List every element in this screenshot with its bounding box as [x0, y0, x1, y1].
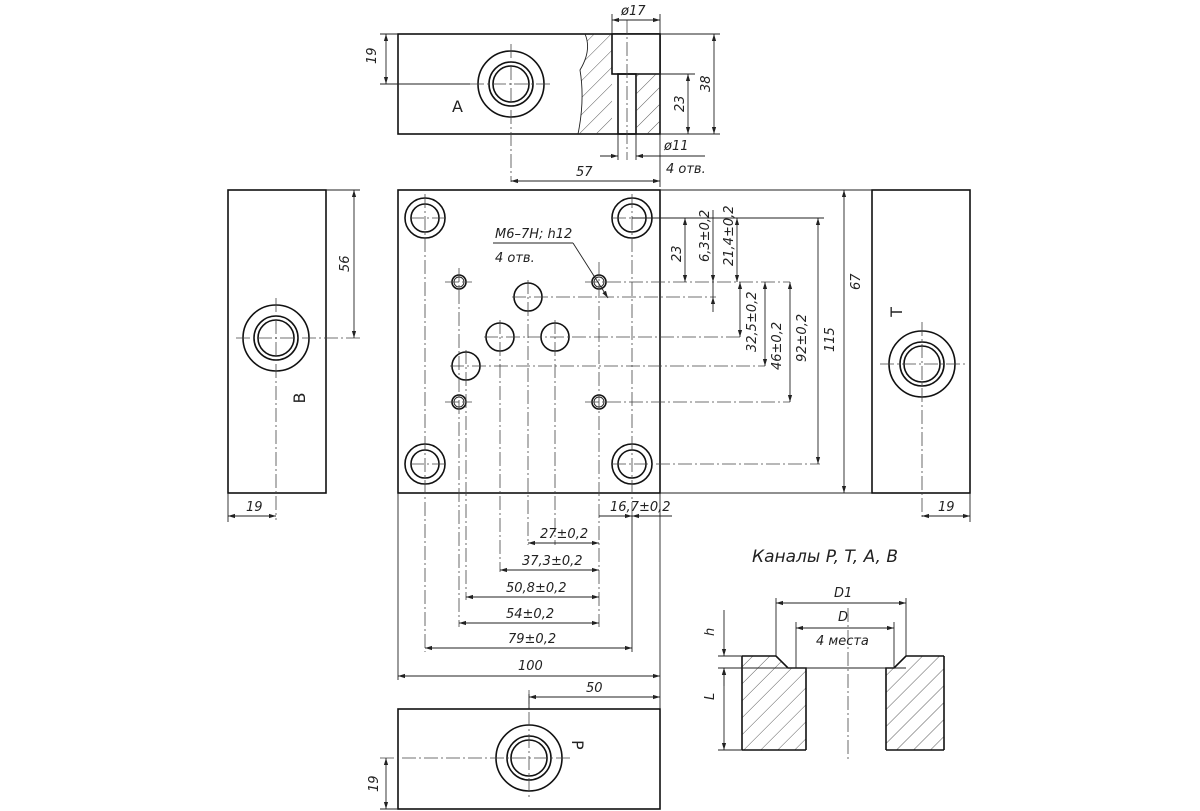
- dim-19-bottom: 19: [367, 775, 382, 792]
- letter-t: T: [887, 307, 906, 318]
- top-view: A 19 ø17 38 23 ø11 4 отв. 57: [365, 4, 720, 187]
- thread-count: 4 отв.: [495, 251, 535, 266]
- dim-4-holes: 4 отв.: [666, 162, 706, 177]
- port-holes: [451, 282, 570, 381]
- letter-p: P: [568, 740, 587, 750]
- detail-d1: D1: [834, 586, 852, 601]
- dim-79: 79±0,2: [508, 632, 556, 647]
- dim-115: 115: [823, 327, 838, 352]
- left-view: B 56 19: [227, 189, 360, 522]
- detail-places: 4 места: [816, 634, 869, 649]
- main-view: M6–7H; h12 4 отв. 23 6,3±0,2 21,4±0,2 32…: [397, 189, 848, 680]
- dim-6-3: 6,3±0,2: [698, 210, 713, 262]
- dim-27: 27±0,2: [540, 527, 588, 542]
- dim-phi17: ø17: [620, 4, 646, 19]
- right-view: T 67 19: [840, 189, 971, 522]
- dim-50-8: 50,8±0,2: [506, 581, 567, 596]
- letter-a: A: [452, 97, 463, 116]
- dim-23: 23: [670, 245, 685, 262]
- dim-57: 57: [576, 165, 593, 180]
- dim-19-left: 19: [246, 500, 263, 515]
- dim-phi11: ø11: [663, 139, 689, 154]
- bottom-view: P 50 19: [367, 680, 661, 810]
- detail-title: Каналы P, T, A, B: [752, 547, 898, 567]
- dim-32-5: 32,5±0,2: [745, 291, 760, 352]
- letter-b: B: [290, 393, 309, 404]
- detail-d: D: [838, 610, 848, 625]
- dim-16-7: 16,7±0,2: [610, 500, 671, 515]
- dim-50: 50: [586, 681, 603, 696]
- dim-37-3: 37,3±0,2: [522, 554, 583, 569]
- thread-note: M6–7H; h12: [495, 227, 572, 242]
- dim-23-top: 23: [673, 95, 688, 112]
- dim-100: 100: [518, 659, 543, 674]
- dim-top-19: 19: [365, 47, 380, 64]
- detail-l: L: [703, 693, 718, 700]
- m6-holes: [451, 274, 607, 410]
- dim-67: 67: [849, 273, 864, 290]
- dim-38: 38: [699, 75, 714, 92]
- dim-21-4: 21,4±0,2: [722, 205, 737, 266]
- dim-19-right: 19: [938, 500, 955, 515]
- dim-46: 46±0,2: [770, 322, 785, 370]
- detail-h: h: [703, 628, 718, 636]
- dim-56: 56: [338, 255, 353, 272]
- dim-92: 92±0,2: [795, 314, 810, 362]
- detail-section: Каналы P, T, A, B D1 D 4 места h L: [703, 547, 945, 760]
- dim-54: 54±0,2: [506, 607, 554, 622]
